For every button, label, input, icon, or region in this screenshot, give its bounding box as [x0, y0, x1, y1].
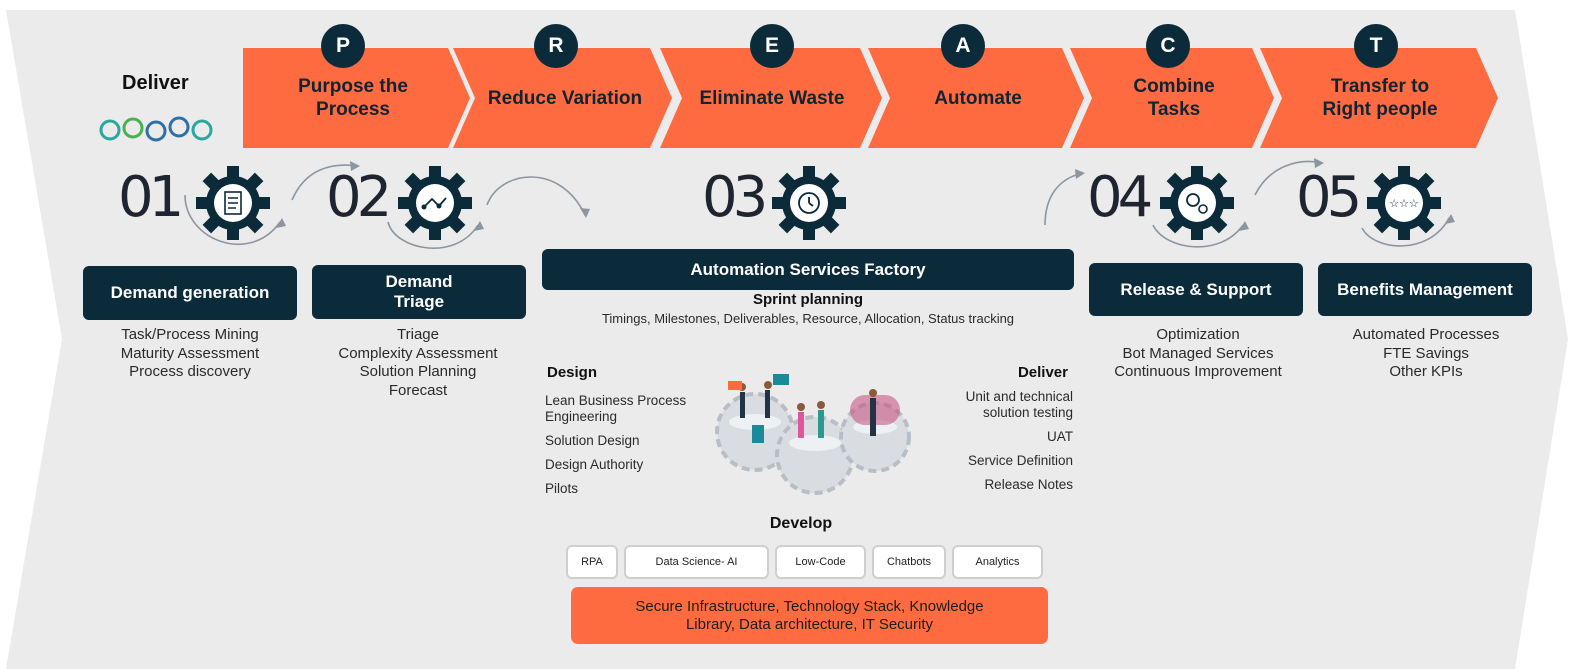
list-item: Solution Planning — [359, 363, 477, 380]
list-item: Release Notes — [984, 477, 1073, 492]
demand-triage-items: Triage Complexity Assessment Solution Pl… — [318, 326, 518, 400]
list-item: Complexity Assessment — [338, 344, 498, 362]
step-automate: Automate — [934, 87, 1022, 109]
settings-gear-icon — [1160, 166, 1234, 240]
sprint-planning-text: Timings, Milestones, Deliverables, Resou… — [601, 311, 1015, 326]
demand-generation-items: Task/Process Mining Maturity Assessment … — [90, 326, 290, 382]
process-flow-gear-icon — [398, 166, 472, 240]
step-eliminate-waste: Eliminate Waste — [699, 87, 845, 109]
document-gear-icon — [196, 166, 270, 240]
list-item: Solution Design — [545, 433, 640, 448]
list-item: Engineering — [545, 409, 618, 424]
list-item: Unit and technical — [965, 389, 1073, 404]
badge-e: E — [750, 24, 794, 68]
stage-number-03: 03 — [702, 165, 768, 230]
phase-demand-generation: Demand generation — [83, 266, 297, 320]
infrastructure-box: Secure Infrastructure, Technology Stack,… — [571, 587, 1048, 644]
develop-title: Develop — [769, 515, 833, 532]
list-item: solution testing — [982, 405, 1073, 420]
deliver-title: Deliver — [1017, 364, 1068, 381]
tool-low-code: Low-Code — [775, 545, 866, 579]
stage-number-01: 01 — [118, 165, 184, 230]
svg-text:☆☆☆: ☆☆☆ — [1389, 197, 1419, 210]
stopwatch-gear-icon — [772, 166, 846, 240]
tool-data-science-ai: Data Science- AI — [624, 545, 769, 579]
badge-a: A — [941, 24, 985, 68]
badge-t: T — [1354, 24, 1398, 68]
list-item: Maturity Assessment — [120, 344, 260, 362]
list-item: Optimization — [1156, 326, 1240, 343]
team-illustration — [715, 374, 911, 495]
release-support-items: Optimization Bot Managed Services Contin… — [1096, 326, 1300, 382]
stage-number-04: 04 — [1087, 165, 1153, 230]
list-item: Task/Process Mining — [121, 326, 259, 343]
design-title: Design — [547, 364, 598, 381]
benefits-management-items: Automated Processes FTE Savings Other KP… — [1326, 326, 1526, 382]
badge-c: C — [1146, 24, 1190, 68]
list-item: FTE Savings — [1383, 344, 1469, 362]
list-item: Other KPIs — [1389, 363, 1463, 380]
phase-automation-services-factory: Automation Services Factory — [542, 249, 1074, 290]
deliver-label: Deliver — [122, 72, 189, 94]
tool-rpa: RPA — [566, 545, 618, 579]
list-item: Continuous Improvement — [1114, 363, 1282, 380]
list-item: Lean Business Process — [545, 393, 687, 408]
phase-benefits-management: Benefits Management — [1318, 263, 1532, 316]
tool-chatbots: Chatbots — [872, 545, 946, 579]
list-item: Pilots — [545, 481, 579, 496]
process-icons — [99, 116, 213, 142]
phase-release-support: Release & Support — [1089, 263, 1303, 316]
list-item: UAT — [1047, 429, 1073, 444]
list-item: Bot Managed Services — [1122, 344, 1274, 362]
tool-analytics: Analytics — [952, 545, 1043, 579]
step-reduce-variation: Reduce Variation — [487, 87, 643, 109]
preact-arrows — [243, 48, 1498, 148]
list-item: Forecast — [388, 381, 448, 399]
badge-r: R — [534, 24, 578, 68]
list-item: Triage — [397, 326, 439, 343]
stars-gear-icon: ☆☆☆ — [1367, 166, 1441, 240]
list-item: Service Definition — [967, 453, 1073, 468]
stage-number-02: 02 — [326, 165, 392, 230]
sprint-planning-title: Sprint planning — [753, 291, 863, 308]
list-item: Design Authority — [545, 457, 644, 472]
badge-p: P — [321, 24, 365, 68]
list-item: Process discovery — [129, 363, 251, 380]
list-item: Automated Processes — [1352, 326, 1500, 343]
stage-number-05: 05 — [1296, 165, 1362, 230]
